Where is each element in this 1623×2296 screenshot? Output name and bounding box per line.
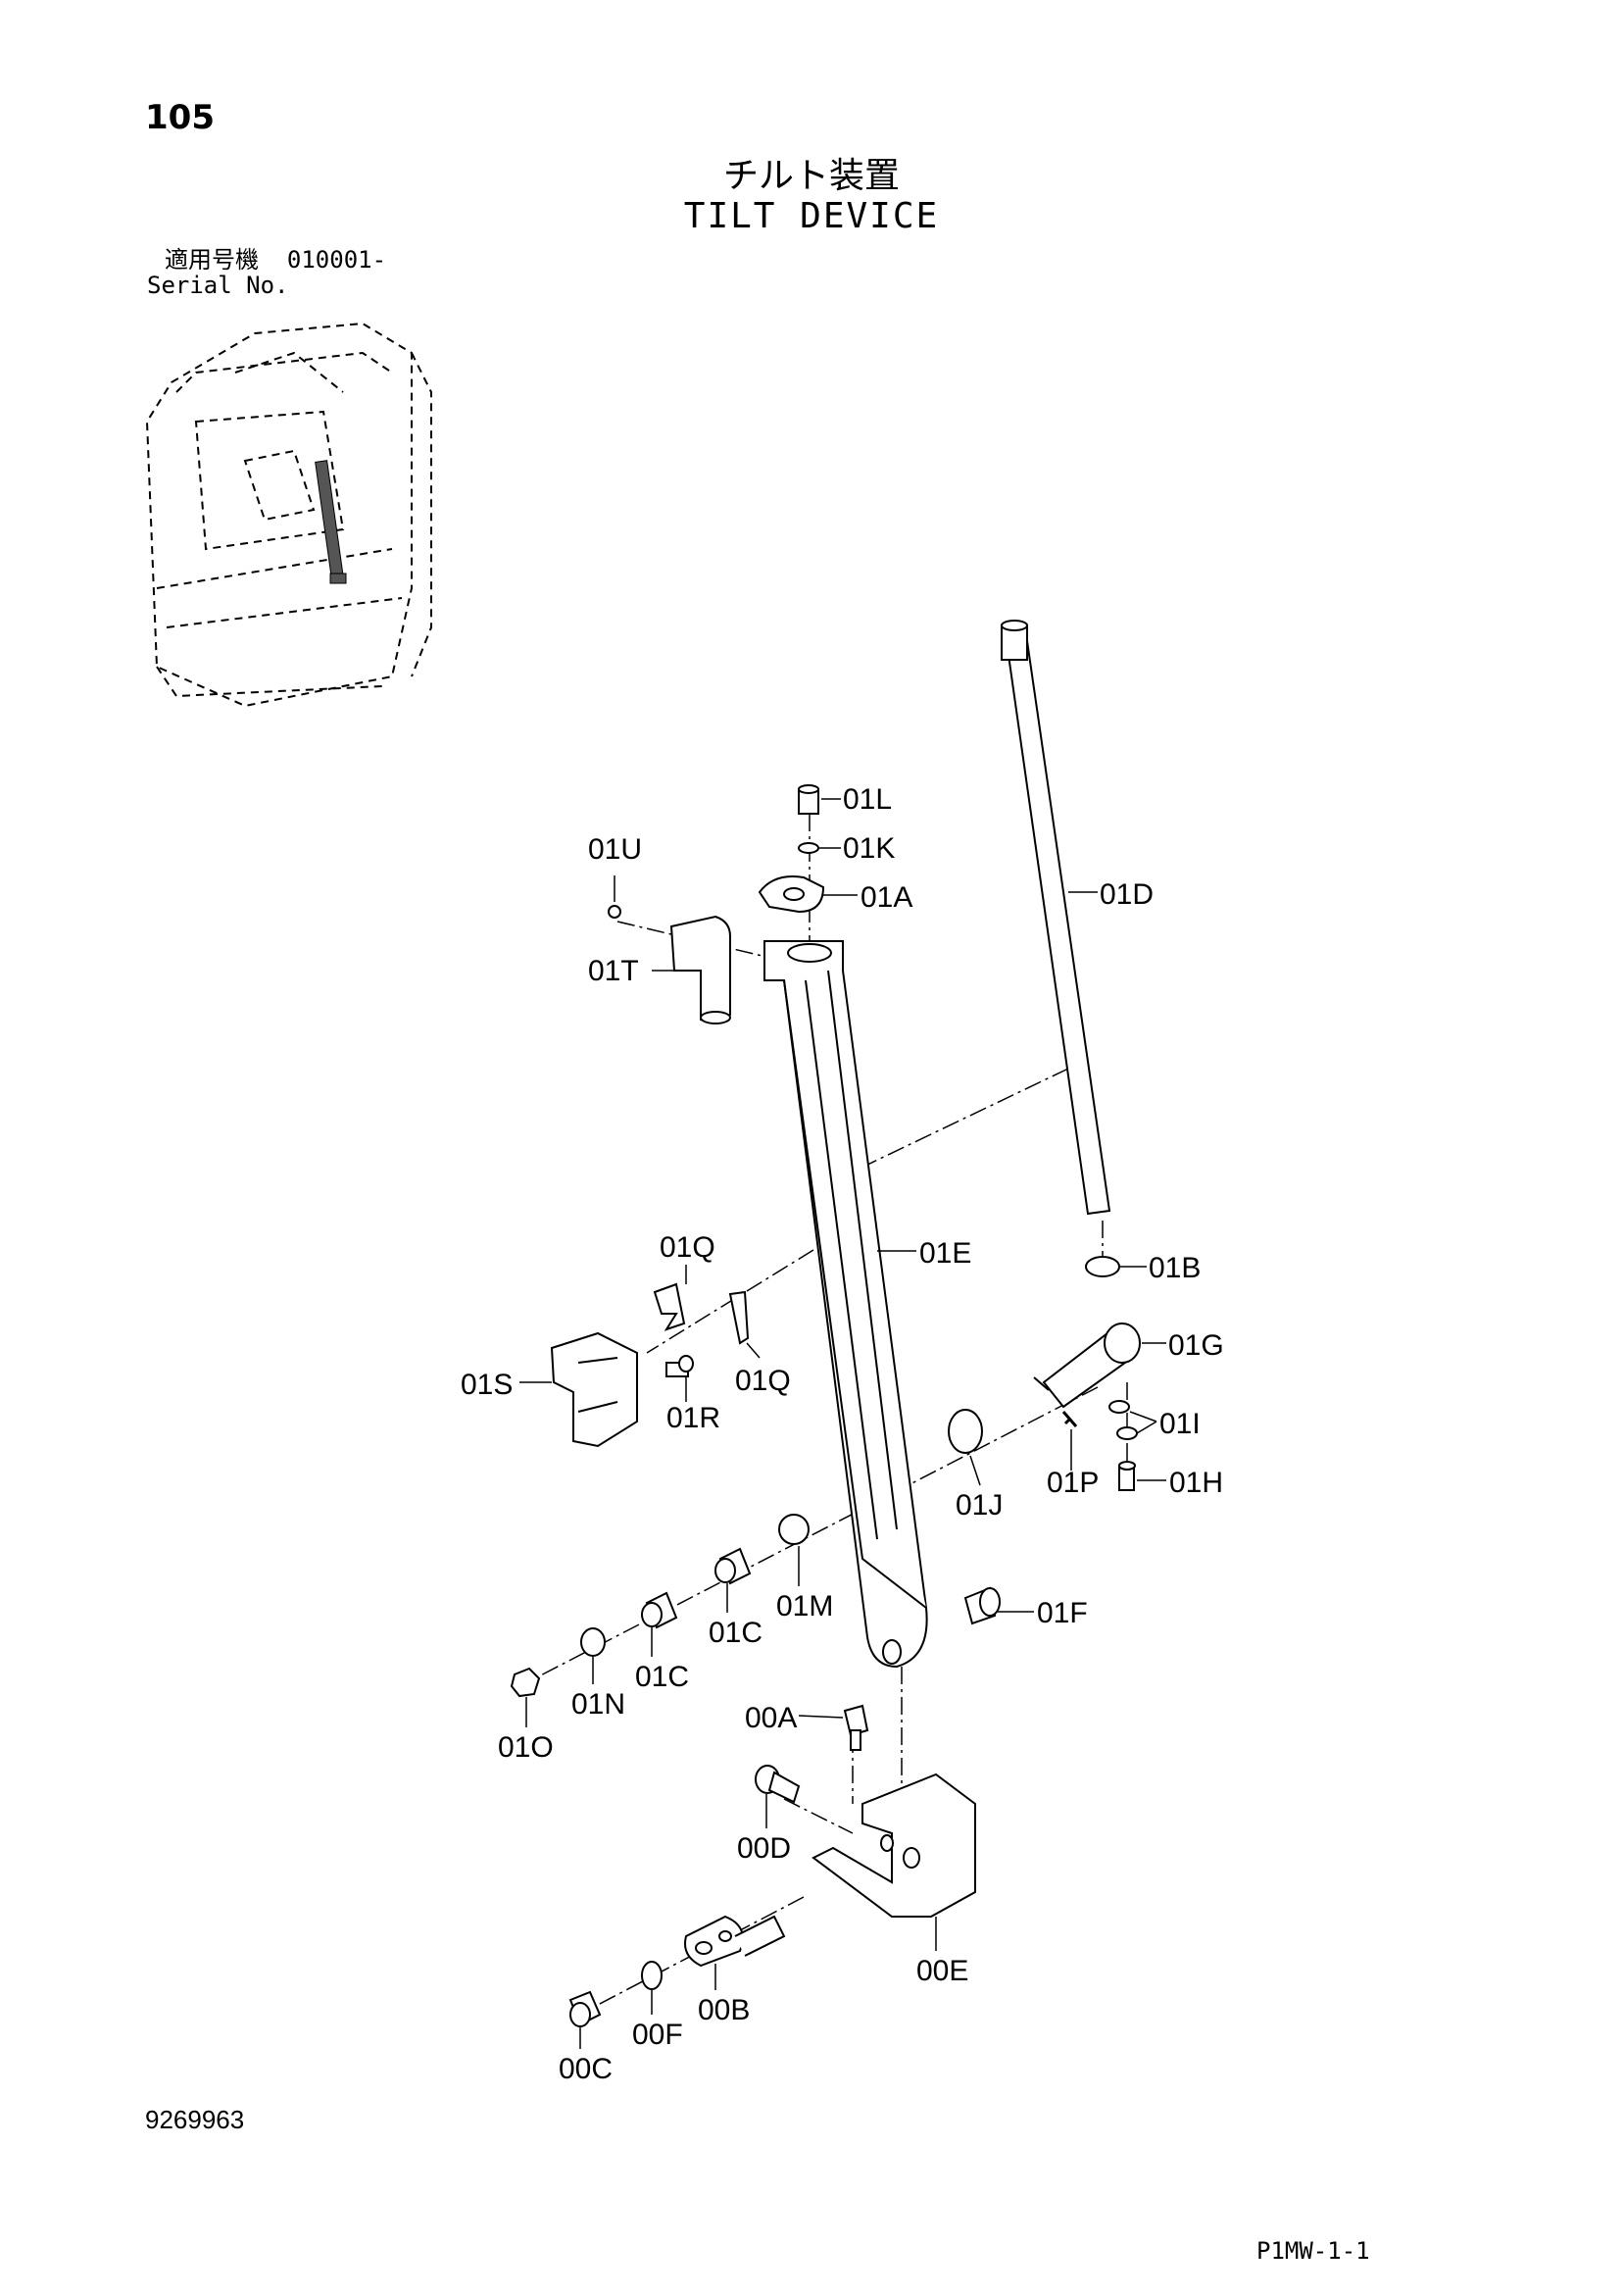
part-01N-washer <box>580 1627 606 1657</box>
label-00D: 00D <box>737 1832 791 1865</box>
title-english: TILT DEVICE <box>683 196 940 236</box>
label-01E: 01E <box>919 1237 971 1270</box>
part-01J-washer <box>948 1409 983 1454</box>
label-01S: 01S <box>461 1369 513 1401</box>
serial-block: 適用号機 010001- Serial No. <box>147 247 386 298</box>
label-01P: 01P <box>1047 1467 1099 1499</box>
label-01G: 01G <box>1168 1329 1224 1362</box>
leader-lines <box>519 798 1166 2049</box>
label-01J: 01J <box>956 1489 1003 1522</box>
label-00B: 00B <box>698 1994 750 2026</box>
part-01R-bolt <box>665 1355 694 1377</box>
serial-label-en: Serial No. <box>147 272 289 299</box>
label-00A: 00A <box>745 1702 797 1734</box>
part-01M-washer <box>778 1514 810 1545</box>
title-japanese: チルト装置 <box>722 156 900 196</box>
label-01C-a: 01C <box>709 1617 762 1649</box>
part-01C-bushings <box>641 1547 752 1629</box>
label-01Q-top: 01Q <box>660 1231 715 1264</box>
label-00F: 00F <box>632 2019 683 2051</box>
label-01U: 01U <box>588 833 642 866</box>
part-01L-bolt <box>798 784 819 815</box>
part-00C-bolt <box>568 1990 602 2027</box>
part-01H-screw <box>1118 1461 1136 1491</box>
label-01D: 01D <box>1100 878 1154 911</box>
label-01N: 01N <box>571 1688 625 1721</box>
serial-label-jp: 適用号機 <box>165 246 259 274</box>
label-01L: 01L <box>843 783 892 816</box>
part-00E-base-bracket <box>812 1772 976 1918</box>
label-01F: 01F <box>1037 1597 1088 1629</box>
label-01K: 01K <box>843 832 895 865</box>
part-01B-bushing <box>1085 1256 1120 1277</box>
part-01S-bracket <box>550 1331 638 1448</box>
label-00C: 00C <box>559 2053 613 2085</box>
label-01M: 01M <box>776 1590 833 1622</box>
cab-locator-sketch <box>145 322 432 708</box>
part-01P-pin <box>1061 1411 1078 1427</box>
part-01G-shaft <box>1033 1323 1141 1409</box>
label-01C-b: 01C <box>635 1661 689 1693</box>
part-01I-washers <box>1108 1400 1138 1440</box>
part-00A-bolt <box>843 1704 869 1751</box>
label-00E: 00E <box>916 1955 968 1987</box>
serial-value: 010001- <box>286 246 387 274</box>
label-01B: 01B <box>1149 1252 1201 1284</box>
part-01T-bracket <box>669 915 731 1024</box>
part-01O-nut <box>510 1667 541 1698</box>
label-01I: 01I <box>1159 1408 1201 1440</box>
label-01R: 01R <box>666 1402 720 1434</box>
part-01K-washer <box>798 842 819 854</box>
label-01O: 01O <box>498 1731 554 1764</box>
sheet-code: P1MW-1-1 <box>1256 2237 1370 2265</box>
document-number: 9269963 <box>145 2105 245 2134</box>
part-00D-bolt <box>755 1765 801 1804</box>
part-01A-plate <box>758 875 825 914</box>
label-01Q-bottom: 01Q <box>735 1365 791 1397</box>
page-number: 105 <box>145 98 215 137</box>
part-01E-column <box>763 940 928 1669</box>
part-01Q-clips <box>653 1282 750 1345</box>
label-01A: 01A <box>861 881 912 914</box>
part-01F-bushing <box>963 1586 1001 1625</box>
part-01U-screw <box>608 905 621 919</box>
label-01T: 01T <box>588 955 639 987</box>
part-00B-link <box>684 1915 786 1968</box>
part-01D-rod <box>1001 620 1111 1216</box>
label-01H: 01H <box>1169 1467 1223 1499</box>
cab-highlighted-lever <box>315 460 347 584</box>
part-00F-washer <box>641 1961 663 1990</box>
